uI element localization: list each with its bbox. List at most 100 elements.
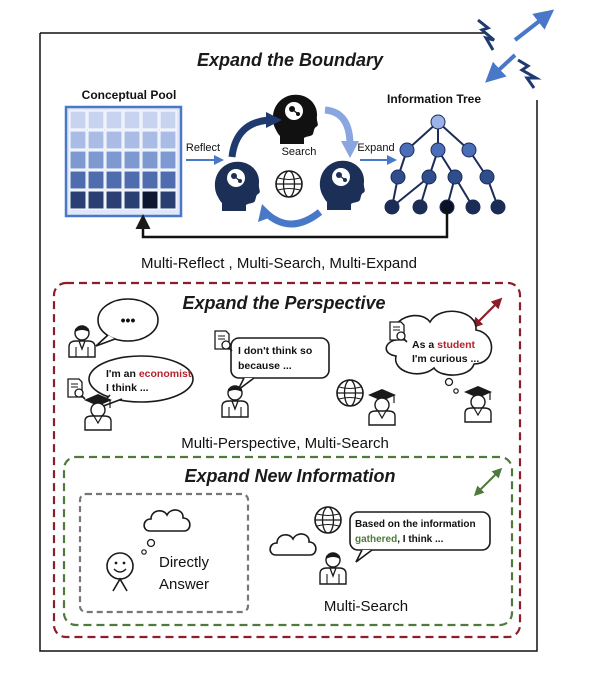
direct-line1: Directly — [159, 554, 210, 571]
based-accent: gathered — [355, 534, 397, 545]
tree-node — [447, 169, 463, 185]
thought-bubble-icon-search — [269, 533, 317, 556]
tree-node — [390, 169, 406, 185]
pool-cell — [87, 110, 105, 130]
pool-cell — [141, 110, 159, 130]
graduate-icon-left — [83, 393, 113, 431]
boundary-caption: Multi-Reflect , Multi-Search, Multi-Expa… — [141, 255, 417, 272]
pool-cell — [141, 150, 159, 170]
doc-search-icon-2 — [214, 330, 233, 352]
pool-cell — [141, 190, 159, 210]
speech-bubble-based: Based on the information gathered, I thi… — [349, 511, 491, 563]
person-icon-top-left — [68, 325, 96, 358]
speech-bubble-disagree: I don't think so because ... — [230, 337, 330, 391]
doc-search-icon-3 — [389, 321, 408, 343]
pool-cell — [105, 130, 123, 150]
based-rest: , I think ... — [397, 534, 443, 545]
speech-bubble-dots: ••• — [95, 298, 159, 347]
expand-arrows-icon — [477, 9, 555, 89]
conceptual-pool-label: Conceptual Pool — [82, 88, 177, 102]
svg-text:As a student: As a student — [412, 339, 476, 351]
svg-text:I'm an economist: I'm an economist — [106, 368, 192, 380]
thought-bubble-student: As a student I'm curious ... — [385, 310, 493, 394]
tree-node — [461, 142, 477, 158]
information-tree-label: Information Tree — [387, 92, 481, 106]
pool-cell — [141, 130, 159, 150]
globe-icon-boundary — [275, 170, 303, 198]
graduate-icon-right — [463, 385, 493, 423]
pool-cell — [123, 110, 141, 130]
reflect-label: Reflect — [186, 142, 220, 154]
pool-cell — [87, 170, 105, 190]
pool-cell — [123, 170, 141, 190]
tree-node — [430, 114, 446, 130]
expand-label: Expand — [357, 142, 394, 154]
person-icon-searcher — [319, 552, 347, 585]
economist-line2: I think ... — [106, 382, 149, 394]
cycle-arrow-right — [324, 106, 354, 146]
new-info-title: Expand New Information — [184, 466, 395, 486]
pool-cell — [105, 170, 123, 190]
person-icon-middle — [221, 385, 249, 418]
cycle-arrow-up — [228, 116, 271, 158]
head-gear-icon-left — [214, 161, 261, 212]
disagree-line1: I don't think so — [238, 345, 312, 357]
pool-cell — [69, 170, 87, 190]
smiley-icon — [106, 552, 134, 592]
speech-bubble-economist: I'm an economist I think ... — [88, 355, 194, 409]
tree-node — [384, 199, 400, 215]
economist-role: economist — [139, 368, 192, 380]
student-line2: I'm curious ... — [412, 353, 479, 365]
tree-edge — [391, 176, 430, 208]
cycle-arrow-bottom — [262, 209, 323, 228]
boundary-title: Expand the Boundary — [197, 50, 384, 70]
new-info-frame — [62, 455, 514, 627]
outer-frame — [39, 32, 538, 652]
pool-cell — [69, 130, 87, 150]
pool-cell — [69, 110, 87, 130]
feedback-arrow — [135, 207, 449, 239]
pool-cell — [87, 150, 105, 170]
search-label: Search — [282, 146, 317, 158]
pool-cell — [69, 190, 87, 210]
pool-cell — [123, 130, 141, 150]
pool-cell — [87, 190, 105, 210]
perspective-expand-icon — [471, 297, 503, 329]
pool-cell — [159, 130, 177, 150]
bubble-dots-text: ••• — [121, 312, 136, 328]
direct-line2: Answer — [159, 576, 209, 593]
perspective-frame — [52, 281, 522, 639]
globe-icon-perspective — [336, 379, 364, 407]
pool-cell — [105, 190, 123, 210]
tree-node — [490, 199, 506, 215]
doc-search-icon-1 — [67, 378, 86, 400]
new-info-caption: Multi-Search — [324, 598, 408, 615]
head-gear-icon-right — [319, 160, 366, 211]
pool-cell — [105, 110, 123, 130]
information-tree — [384, 114, 506, 215]
tree-node — [421, 169, 437, 185]
pool-cell — [69, 150, 87, 170]
conceptual-pool-grid — [64, 105, 183, 218]
tree-node — [430, 142, 446, 158]
thought-bubble-icon-direct — [143, 509, 191, 532]
pool-cell — [159, 150, 177, 170]
tree-node — [465, 199, 481, 215]
student-role: student — [437, 339, 475, 351]
perspective-caption: Multi-Perspective, Multi-Search — [181, 435, 389, 452]
pool-cell — [105, 150, 123, 170]
tree-node — [412, 199, 428, 215]
pool-cell — [159, 190, 177, 210]
perspective-title: Expand the Perspective — [182, 293, 385, 313]
graduate-icon-middle — [367, 388, 397, 426]
globe-icon-new-info — [314, 506, 342, 534]
tree-node — [399, 142, 415, 158]
pool-cell — [123, 150, 141, 170]
disagree-line2: because ... — [238, 360, 292, 372]
based-line1: Based on the information — [355, 519, 476, 530]
tree-node — [479, 169, 495, 185]
pool-cell — [123, 190, 141, 210]
pool-cell — [141, 170, 159, 190]
pool-cell — [159, 110, 177, 130]
